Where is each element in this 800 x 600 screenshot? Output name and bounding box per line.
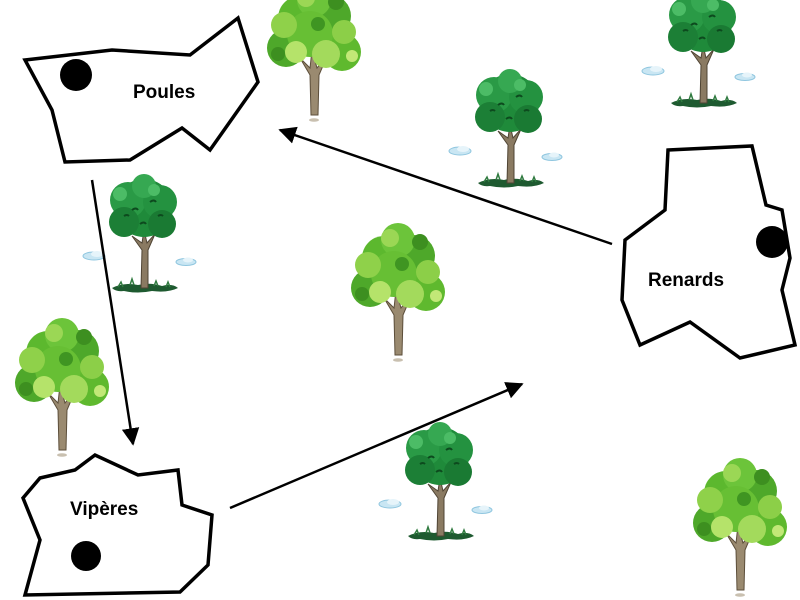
poules-dot-icon bbox=[60, 59, 92, 91]
tree-icon bbox=[692, 457, 788, 598]
zone-renards: Renards bbox=[620, 144, 798, 360]
zone-viperes-label: Vipères bbox=[70, 499, 138, 520]
zone-poules-outline bbox=[22, 15, 260, 164]
zone-viperes-outline bbox=[20, 452, 214, 597]
tree-icon bbox=[14, 317, 110, 458]
zone-viperes: Vipères bbox=[20, 452, 214, 597]
zone-poules-label: Poules bbox=[133, 82, 195, 103]
renards-dot-icon bbox=[756, 226, 788, 258]
zone-poules: Poules bbox=[22, 15, 260, 164]
zone-renards-outline bbox=[620, 144, 798, 360]
arrow-renards-to-poules bbox=[278, 126, 613, 246]
arrow-viperes-to-renards bbox=[229, 382, 524, 510]
tree-icon bbox=[378, 421, 493, 542]
arrow-poules-to-viperes bbox=[90, 179, 140, 446]
zone-renards-label: Renards bbox=[648, 270, 724, 291]
tree-icon bbox=[448, 68, 563, 189]
viperes-dot-icon bbox=[71, 541, 101, 571]
tree-icon bbox=[641, 0, 756, 109]
tree-icon bbox=[350, 222, 446, 363]
tree-icon bbox=[266, 0, 362, 123]
